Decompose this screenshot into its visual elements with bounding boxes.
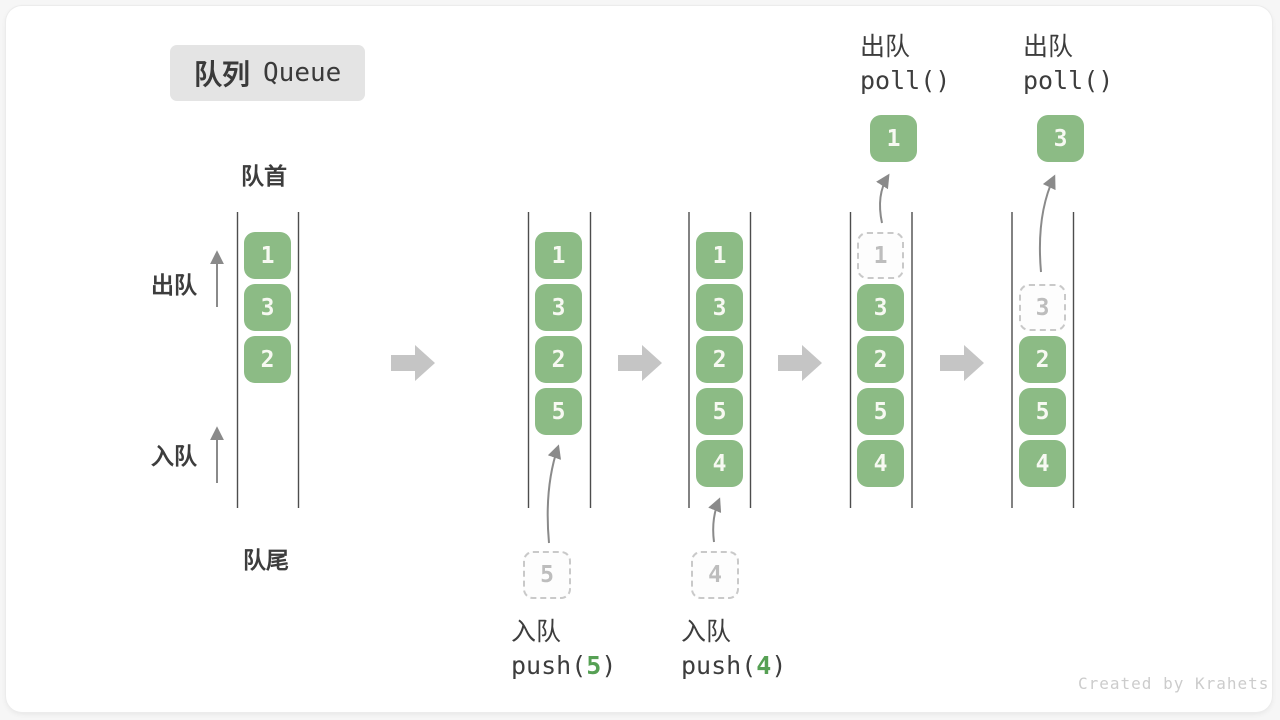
label-dequeue-side: 出队: [151, 272, 197, 298]
queue-cell: 1: [244, 232, 291, 279]
op-push-4-code: push(4): [681, 649, 786, 683]
queue-cell: 2: [696, 336, 743, 383]
popped-cell: 1: [870, 115, 917, 162]
op-poll-1: 出队 poll(): [860, 30, 950, 98]
op-push-5: 入队 push(5): [511, 615, 616, 683]
queue-cell: 1: [696, 232, 743, 279]
queue-cell: 3: [244, 284, 291, 331]
queue-cell: 2: [244, 336, 291, 383]
op-code-arg: 4: [756, 651, 772, 680]
title-badge: 队列 Queue: [170, 45, 366, 101]
watermark-credit: Created by Krahets: [1078, 674, 1270, 693]
queue-cell: 3: [535, 284, 582, 331]
poll1-arrow-icon: [876, 173, 890, 224]
queue-cell: 4: [696, 440, 743, 487]
op-code-fn: push(: [681, 651, 757, 680]
push4-arrow-icon: [708, 497, 722, 543]
queue-cell-ghost: 3: [1019, 284, 1066, 331]
flow-arrow-icon: [778, 345, 822, 381]
op-poll-2-label: 出队: [1023, 33, 1074, 61]
queue-cell: 3: [696, 284, 743, 331]
op-push-4-label: 入队: [681, 618, 732, 646]
pending-cell-ghost: 4: [691, 551, 739, 599]
op-poll-2-code: poll(): [1023, 66, 1114, 95]
op-code-close: ): [601, 651, 617, 680]
flow-arrow-icon: [391, 345, 435, 381]
op-code-arg: 5: [586, 651, 602, 680]
queue-cell: 5: [696, 388, 743, 435]
title-en: Queue: [263, 58, 342, 88]
poll3-arrow-icon: [1038, 174, 1056, 273]
label-queue-rear: 队尾: [243, 547, 289, 573]
op-push-5-label: 入队: [511, 618, 562, 646]
queue-cell: 5: [1019, 388, 1066, 435]
op-push-5-code: push(5): [511, 649, 616, 683]
queue-cell: 2: [857, 336, 904, 383]
flow-arrow-icon: [618, 345, 662, 381]
op-code-close: ): [771, 651, 787, 680]
queue-cell: 2: [535, 336, 582, 383]
queue-cell: 1: [535, 232, 582, 279]
flow-arrow-icons: [391, 345, 984, 381]
queue-cell: 2: [1019, 336, 1066, 383]
op-poll-2: 出队 poll(): [1023, 30, 1113, 98]
op-push-4: 入队 push(4): [681, 615, 786, 683]
queue-cell: 4: [1019, 440, 1066, 487]
queue-cell: 5: [535, 388, 582, 435]
label-queue-front: 队首: [241, 163, 287, 189]
popped-cell: 3: [1037, 115, 1084, 162]
queue-cell: 3: [857, 284, 904, 331]
op-code-fn: push(: [511, 651, 587, 680]
push5-arrow-icon: [546, 444, 562, 544]
op-poll-1-code: poll(): [860, 66, 951, 95]
pending-cell-ghost: 5: [523, 551, 571, 599]
thin-arrows: [210, 173, 1056, 544]
flow-arrow-icon: [940, 345, 984, 381]
label-enqueue-side: 入队: [151, 443, 197, 469]
queue-cell-ghost: 1: [857, 232, 904, 279]
queue-cell: 5: [857, 388, 904, 435]
title-zh: 队列: [194, 59, 251, 90]
queue-column-walls: [236, 212, 1075, 508]
op-poll-1-label: 出队: [860, 33, 911, 61]
queue-cell: 4: [857, 440, 904, 487]
